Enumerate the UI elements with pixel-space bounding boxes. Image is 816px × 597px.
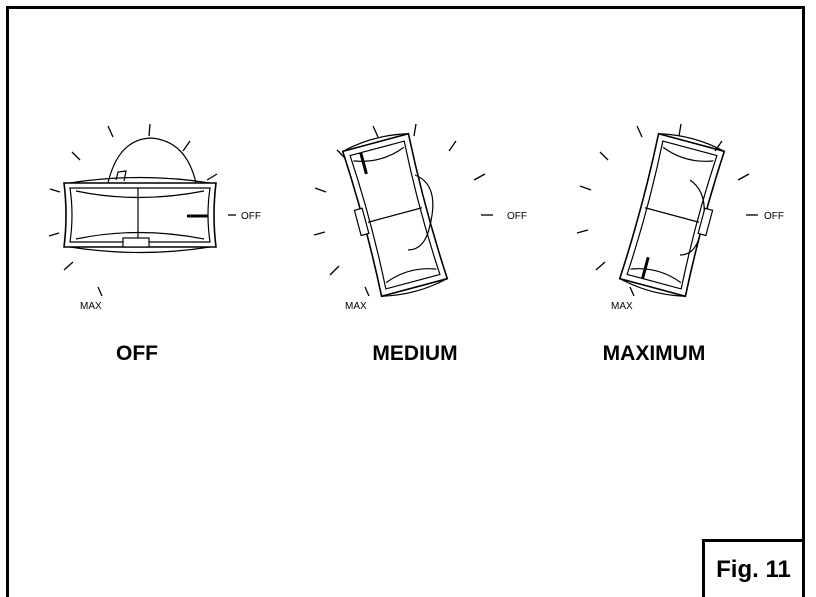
dial-off-off-label: OFF [241, 211, 261, 222]
dial-maximum-ticks [576, 123, 758, 297]
figure-label-text: Fig. 11 [716, 555, 791, 583]
figure-frame [6, 6, 805, 597]
dial-off-dome [107, 137, 197, 184]
dial-off-max-label: MAX [80, 301, 102, 312]
dial-maximum-body [618, 132, 726, 298]
dial-off [48, 123, 236, 297]
dial-off-ticks [48, 123, 236, 297]
dial-medium [313, 123, 493, 298]
dial-maximum [576, 123, 758, 298]
dial-medium-off-label: OFF [507, 211, 527, 222]
dial-medium-max-label: MAX [345, 301, 367, 312]
dial-maximum-indicator [641, 256, 650, 279]
dial-medium-indicator [359, 152, 368, 175]
dial-off-body [63, 182, 217, 248]
dial-maximum-max-label: MAX [611, 301, 633, 312]
caption-maximum: MAXIMUM [602, 342, 706, 365]
dial-maximum-off-label: OFF [764, 211, 784, 222]
dial-medium-ticks [313, 123, 493, 297]
figure-label: Fig. 11 [702, 539, 805, 597]
dial-medium-body [341, 132, 449, 298]
caption-medium: MEDIUM [372, 342, 458, 365]
caption-off: OFF [116, 342, 158, 365]
